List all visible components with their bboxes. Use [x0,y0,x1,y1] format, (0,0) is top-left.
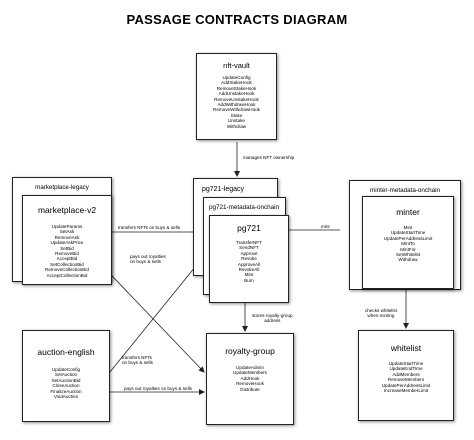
method-item: RemoveMembers [387,377,425,383]
royalty-group-title: royalty-group [225,346,275,356]
method-item: AddMembers [392,371,420,377]
method-item: FinalizeAuction [50,388,82,394]
label-pays-out-royalties-auction: pays out royalties on buys & sells [124,386,192,391]
method-item: UpdateAdmin [236,365,264,370]
method-item: AddStakeHook [221,80,252,86]
method-item: Unstake [228,118,245,124]
method-item: Burn [244,277,254,283]
label-manages-nft-ownership: manages NFT ownership [243,155,295,160]
arrow-auction-to-pg721 [109,255,205,373]
whitelist-title: whitelist [390,343,422,353]
method-item: Mint [244,272,254,278]
label-checks-whitelist: checks whitelist when minting [365,308,397,319]
method-item: UpdateAskPrice [50,240,84,246]
method-item: Stake [230,112,243,118]
method-item: MintTo [401,241,415,247]
method-item: Revoke [241,256,257,262]
diagram-title: PASSAGE CONTRACTS DIAGRAM [126,12,348,27]
label-transfers-nfts-market: transfers NFTs on buys & sells [118,225,181,230]
method-item: UpdatePerAddressLimit [381,382,431,388]
method-item: SetWhitelist [395,252,421,258]
label-stores-royalty-group: stores royalty-group address [252,313,293,324]
method-item: MintFor [400,246,416,252]
method-item: RemoveHook [236,381,264,387]
nft-vault-title: nft-vault [223,61,250,70]
method-item: UpdateStartTime [390,230,426,236]
method-item: UpdateMembers [233,370,267,376]
method-item: CloseAuction [52,383,80,389]
method-item: UpdatePerAddressLimit [383,235,433,241]
method-item: ApproveAll [237,261,261,267]
method-item: AcceptBid [56,256,78,262]
label-transfers-nfts-auction: transfers NFTs on buys & sells [122,355,153,366]
minter-metadata-onchain-title: minter-metadata-onchain [369,187,440,194]
method-item: AddWithdrawHook [217,102,256,108]
method-item: RemoveStakeHook [216,85,257,91]
marketplace-legacy-title: marketplace-legacy [35,184,89,191]
method-item: SetAsk [59,229,75,235]
method-item: Distribute [240,386,260,392]
method-item: RemoveWithdrawHook [213,107,260,113]
method-item: UpdateConfig [222,75,251,80]
method-item: Withdraw [398,257,418,263]
minter-title: minter [396,207,420,217]
method-item: AcceptCollectionBid [46,272,88,278]
pg721-metadata-onchain-title: pg721-metadata-onchain [209,204,280,211]
method-item: SetAuction [54,372,78,378]
method-item: RemoveCollectionBid [45,267,89,273]
label-pays-out-royalties-market: pays out royalties on buys & sells [130,254,166,265]
method-item: TransferNFT [236,240,262,245]
pg721-legacy-title: pg721-legacy [202,186,245,193]
marketplace-v2-title: marketplace-v2 [37,205,97,215]
method-item: AddHook [240,375,260,381]
pg721-title: pg721 [237,223,261,233]
method-item: RemoveUnstakeHook [214,96,259,102]
method-item: SendNFT [239,245,259,251]
method-item: UpdateStartTime [388,361,424,366]
method-item: RemoveAsk [54,234,80,240]
method-item: AddUnstakeHook [218,91,255,97]
method-item: UpdateParams [51,224,83,229]
method-item: VoidAuction [53,394,79,400]
auction-english-title: auction-english [37,347,95,357]
method-item: Approve [240,250,258,256]
method-item: UpdateEndTime [389,366,423,372]
method-item: RemoveBid [55,251,79,257]
method-item: Mint [403,225,413,230]
method-item: SetCollectionBid [50,261,84,267]
method-item: UpdateConfig [51,367,81,372]
method-item: SetAuctionBid [51,377,81,383]
method-item: SetBid [60,245,74,251]
method-item: IncreaseMemberLimit [383,388,429,394]
method-item: Withdraw [226,123,247,129]
label-mint: mint [321,224,330,229]
method-item: RevokeAll [238,267,260,273]
